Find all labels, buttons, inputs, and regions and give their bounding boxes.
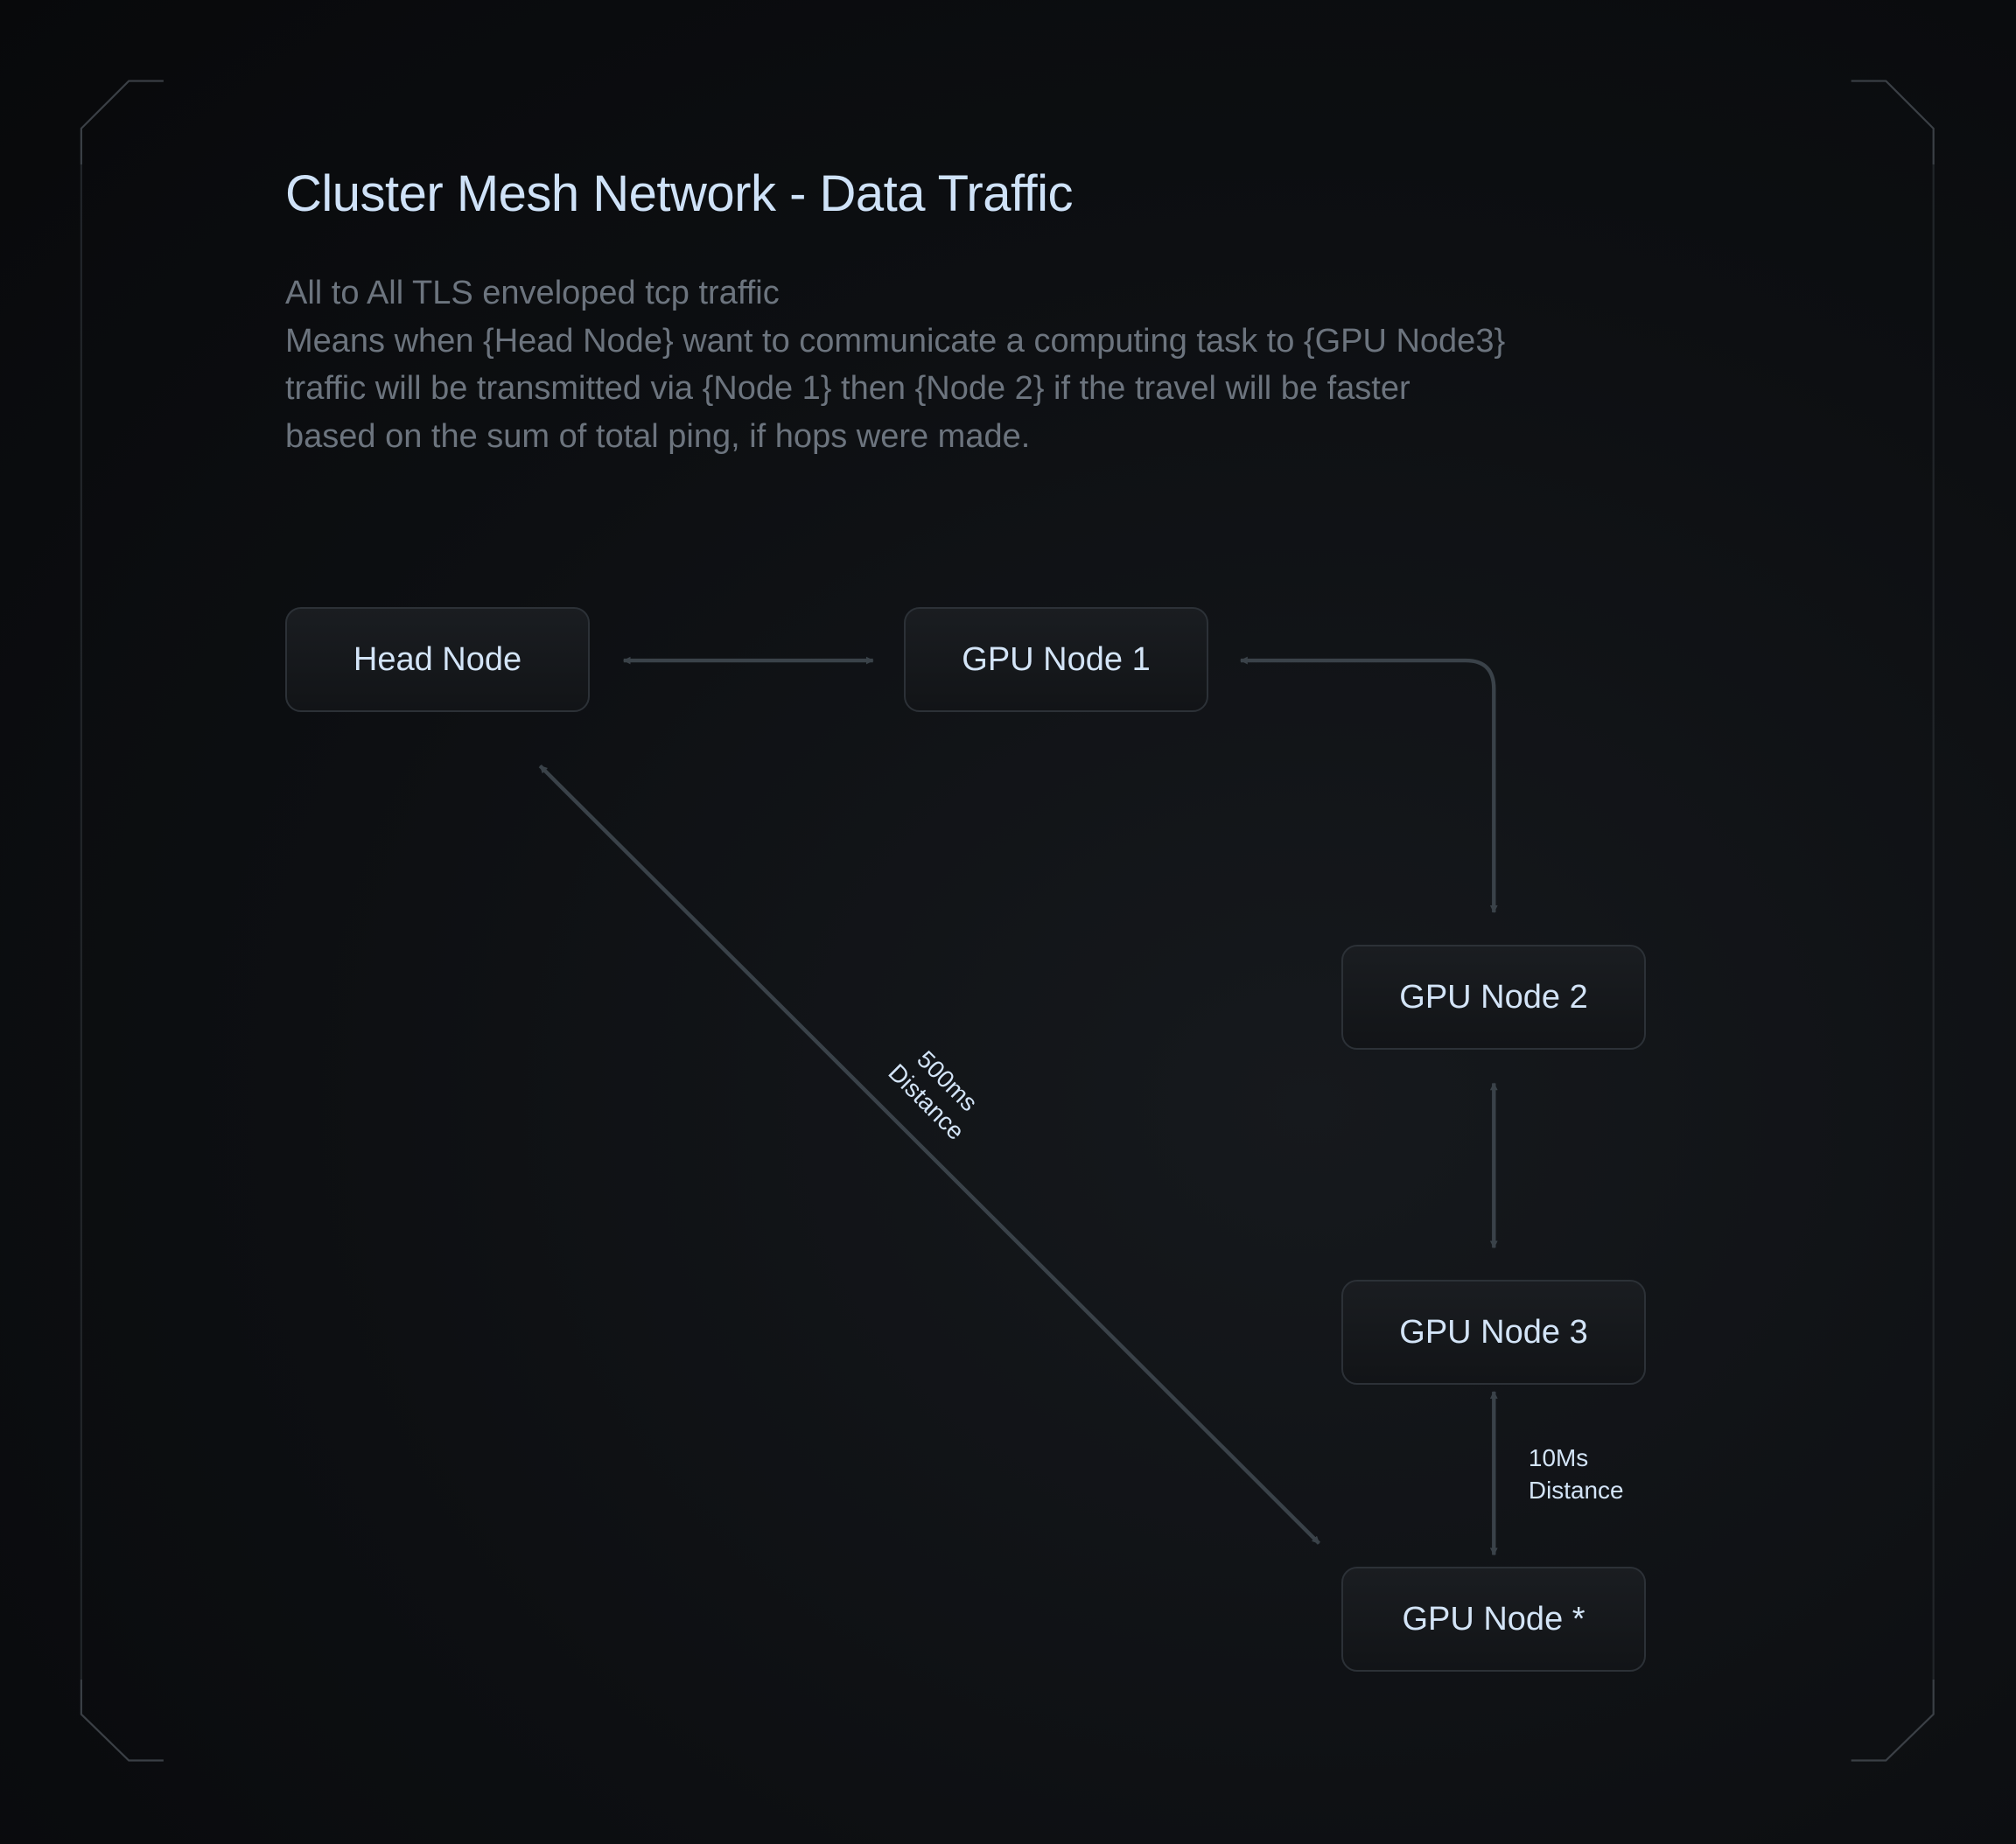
node-gpu-3[interactable]: GPU Node 3 [1341, 1280, 1646, 1385]
diagonal-label: 500ms Distance [883, 1045, 983, 1145]
node-gpu-2[interactable]: GPU Node 2 [1341, 945, 1646, 1050]
gpu3-any-latency: 10Ms [1529, 1444, 1588, 1471]
page-title: Cluster Mesh Network - Data Traffic [285, 165, 1074, 222]
frame-brackets [80, 80, 1935, 1762]
node-gpu-any[interactable]: GPU Node * [1341, 1567, 1646, 1672]
description-line: All to All TLS enveloped tcp traffic [285, 275, 780, 311]
arrow-gpu1-gpu2 [1240, 656, 1498, 913]
node-head[interactable]: Head Node [285, 607, 590, 712]
description-line: traffic will be transmitted via {Node 1}… [285, 370, 1410, 407]
description-line: based on the sum of total ping, if hops … [285, 417, 1031, 455]
description-line: Means when {Head Node} want to communica… [285, 322, 1506, 360]
arrow-head-gpuany [538, 764, 1321, 1545]
description: All to All TLS enveloped tcp traffic Mea… [285, 269, 1505, 460]
node-gpu-1[interactable]: GPU Node 1 [904, 607, 1208, 712]
gpu3-any-distance: Distance [1529, 1477, 1624, 1504]
